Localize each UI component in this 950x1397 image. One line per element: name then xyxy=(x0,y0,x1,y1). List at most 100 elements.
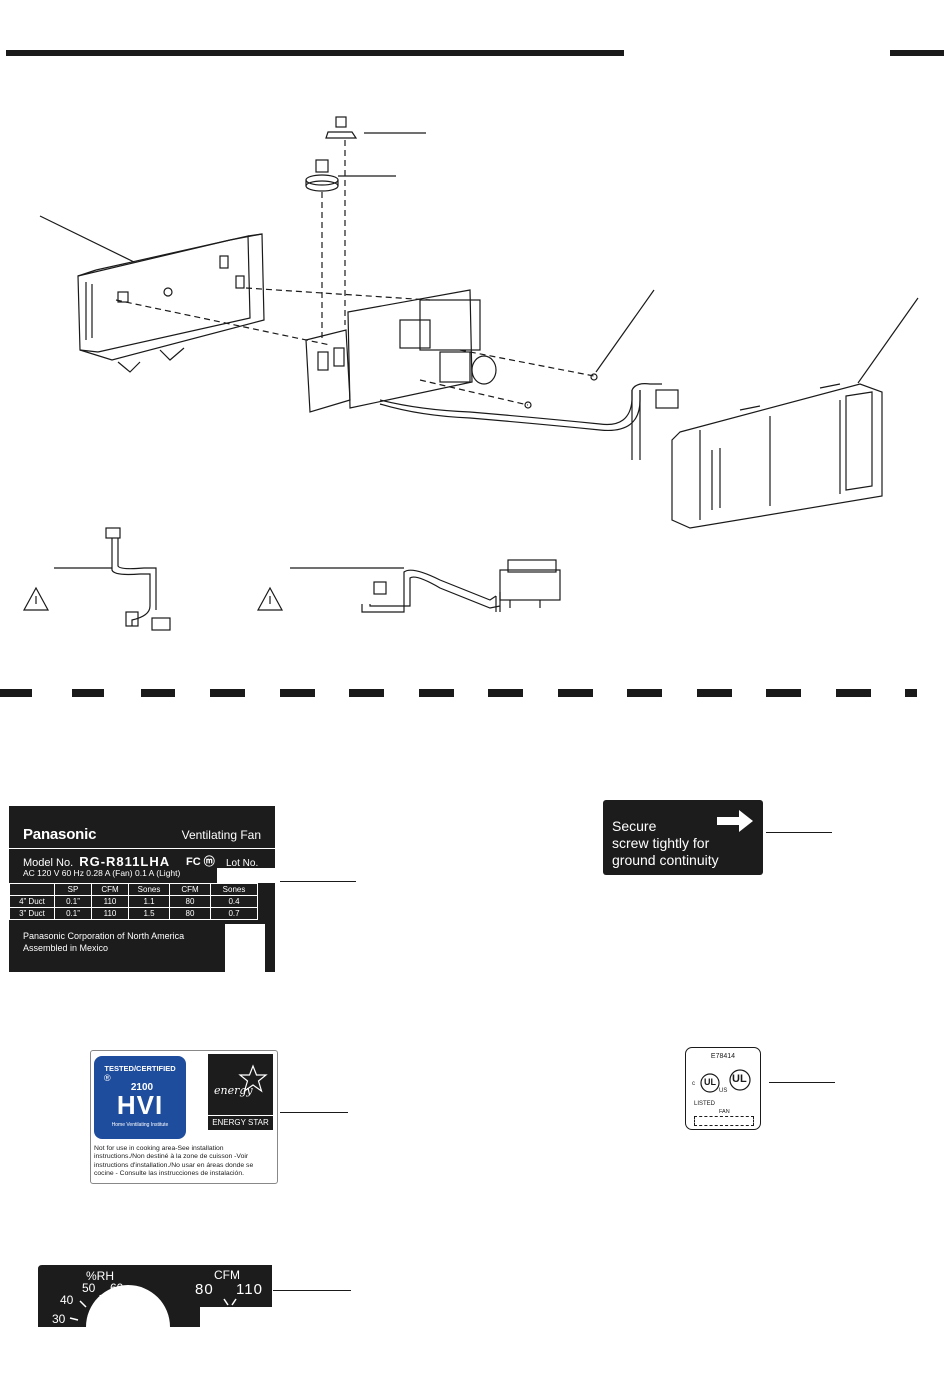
separator-dash xyxy=(419,689,454,697)
lot-box xyxy=(217,868,275,883)
registered-mark: ® xyxy=(104,1073,111,1083)
leader-control-plate xyxy=(273,1290,351,1291)
header-cell: Sones xyxy=(210,883,258,896)
separator-dash xyxy=(72,689,104,697)
table-cell: 0.1” xyxy=(54,907,92,920)
ul-us-mark: US xyxy=(719,1088,728,1094)
energy-star-logo: energy ENERGY STAR xyxy=(208,1054,273,1130)
separator-dash xyxy=(836,689,871,697)
ul-mark-large: UL xyxy=(732,1073,747,1085)
energy-script: energy xyxy=(214,1084,253,1097)
energy-star-text: ENERGY STAR xyxy=(208,1115,273,1127)
rh-tick-30: 30 xyxy=(52,1312,66,1326)
lot-label: Lot No. xyxy=(226,858,259,869)
control-plate-shape xyxy=(38,1265,272,1327)
rh-tick-60: 60 xyxy=(110,1281,124,1295)
brand-name: Panasonic xyxy=(23,826,97,843)
model-prefix: Model No. xyxy=(23,857,74,869)
ul-c-mark: c xyxy=(692,1081,695,1087)
certification-label: TESTED/CERTIFIED ® 2100 HVI Home Ventila… xyxy=(90,1050,278,1184)
leader-cover xyxy=(857,297,919,384)
cfm-title: CFM xyxy=(214,1268,240,1282)
table-cell: 1.1 xyxy=(128,895,170,908)
housing-part xyxy=(77,233,265,373)
ul-logo-icon xyxy=(700,1069,751,1093)
hvi-number: 2100 xyxy=(130,1082,154,1093)
separator-dash xyxy=(280,689,315,697)
header-cell: SP xyxy=(54,883,92,896)
table-cell: 4” Duct xyxy=(9,895,55,908)
knob-part xyxy=(305,159,339,192)
ul-mark-small: UL xyxy=(704,1077,716,1087)
harness-left-part xyxy=(22,527,171,631)
fc-mark: FC ⓜ xyxy=(186,856,215,868)
header-cell: CFM xyxy=(169,883,211,896)
table-header-row: SP CFM Sones CFM Sones xyxy=(9,883,258,896)
table-cell: 0.1” xyxy=(54,895,92,908)
separator-dash xyxy=(141,689,175,697)
front-cover-part xyxy=(671,383,883,529)
electrical-spec: AC 120 V 60 Hz 0.28 A (Fan) 0.1 A (Light… xyxy=(23,868,181,878)
manufacturer-info: Panasonic Corporation of North America A… xyxy=(23,930,184,954)
table-cell: 0.4 xyxy=(210,895,258,908)
separator-dash xyxy=(627,689,662,697)
corp-line-1: Panasonic Corporation of North America xyxy=(23,931,185,941)
separator-dash xyxy=(0,689,32,697)
table-cell: 80 xyxy=(169,907,211,920)
separator-dash xyxy=(766,689,801,697)
table-cell: 3” Duct xyxy=(9,907,55,920)
tested-certified: TESTED/CERTIFIED xyxy=(104,1064,176,1073)
ul-listed: LISTED xyxy=(694,1101,716,1107)
rating-label: Panasonic Ventilating Fan Model No. RG-R… xyxy=(9,806,275,972)
hvi-logo: HVI xyxy=(116,1090,164,1120)
product-kind: Ventilating Fan xyxy=(181,828,261,842)
table-cell: 1.5 xyxy=(128,907,170,920)
table-row: 3” Duct 0.1” 110 1.5 80 0.7 xyxy=(9,907,258,920)
performance-table: SP CFM Sones CFM Sones 4” Duct 0.1” 110 … xyxy=(9,883,258,920)
header-cell: Sones xyxy=(128,883,170,896)
separator-dash xyxy=(349,689,384,697)
separator-dash xyxy=(905,689,917,697)
corp-line-2: Assembled in Mexico xyxy=(23,943,109,953)
arrow-right-icon xyxy=(717,810,753,832)
exploded-parts-diagram xyxy=(22,116,919,631)
cfm-low: 80 xyxy=(195,1281,214,1298)
harness-right-part xyxy=(256,559,561,613)
header-rule-right xyxy=(890,50,944,56)
header-cell: CFM xyxy=(91,883,129,896)
header-cell xyxy=(9,883,55,896)
rh-tick-80: 80 xyxy=(142,1312,156,1326)
ul-listing-label: E78414 c UL UL US LISTED FAN xyxy=(685,1047,761,1130)
table-cell: 110 xyxy=(91,907,129,920)
table-row: 4” Duct 0.1” 110 1.1 80 0.4 xyxy=(9,895,258,908)
ul-serial-area xyxy=(694,1116,754,1126)
star-icon xyxy=(238,1064,268,1093)
model-number: RG-R811LHA xyxy=(79,854,171,869)
separator-dash xyxy=(697,689,732,697)
circuit-board-part xyxy=(305,289,641,432)
hvi-institute: Home Ventilating Institute xyxy=(111,1122,169,1128)
leader-screw xyxy=(595,289,655,373)
hvi-badge: TESTED/CERTIFIED ® 2100 HVI Home Ventila… xyxy=(94,1056,186,1139)
leader-rating-label xyxy=(280,881,356,882)
table-cell: 110 xyxy=(91,895,129,908)
leader-certification-label xyxy=(280,1112,348,1113)
cooking-area-warning: Not for use in cooking area-See installa… xyxy=(94,1145,254,1178)
ul-fan: FAN xyxy=(719,1109,730,1115)
leader-housing xyxy=(39,215,135,263)
cfm-high: 110 xyxy=(236,1281,263,1298)
separator-dash xyxy=(210,689,245,697)
label-rule xyxy=(9,848,275,849)
rh-tick-40: 40 xyxy=(60,1293,74,1307)
cable-part xyxy=(631,383,679,460)
separator-dash xyxy=(488,689,523,697)
ground-screw-label: Secure screw tightly for ground continui… xyxy=(603,800,763,875)
header-rule xyxy=(6,50,624,56)
separator-dash xyxy=(558,689,593,697)
secure-line-1: Secure xyxy=(612,818,657,834)
table-cell: 80 xyxy=(169,895,211,908)
leader-secure-label xyxy=(766,832,832,833)
table-cell: 0.7 xyxy=(210,907,258,920)
knob-cap-part xyxy=(325,116,358,139)
rh-tick-70: 70 xyxy=(132,1293,146,1307)
